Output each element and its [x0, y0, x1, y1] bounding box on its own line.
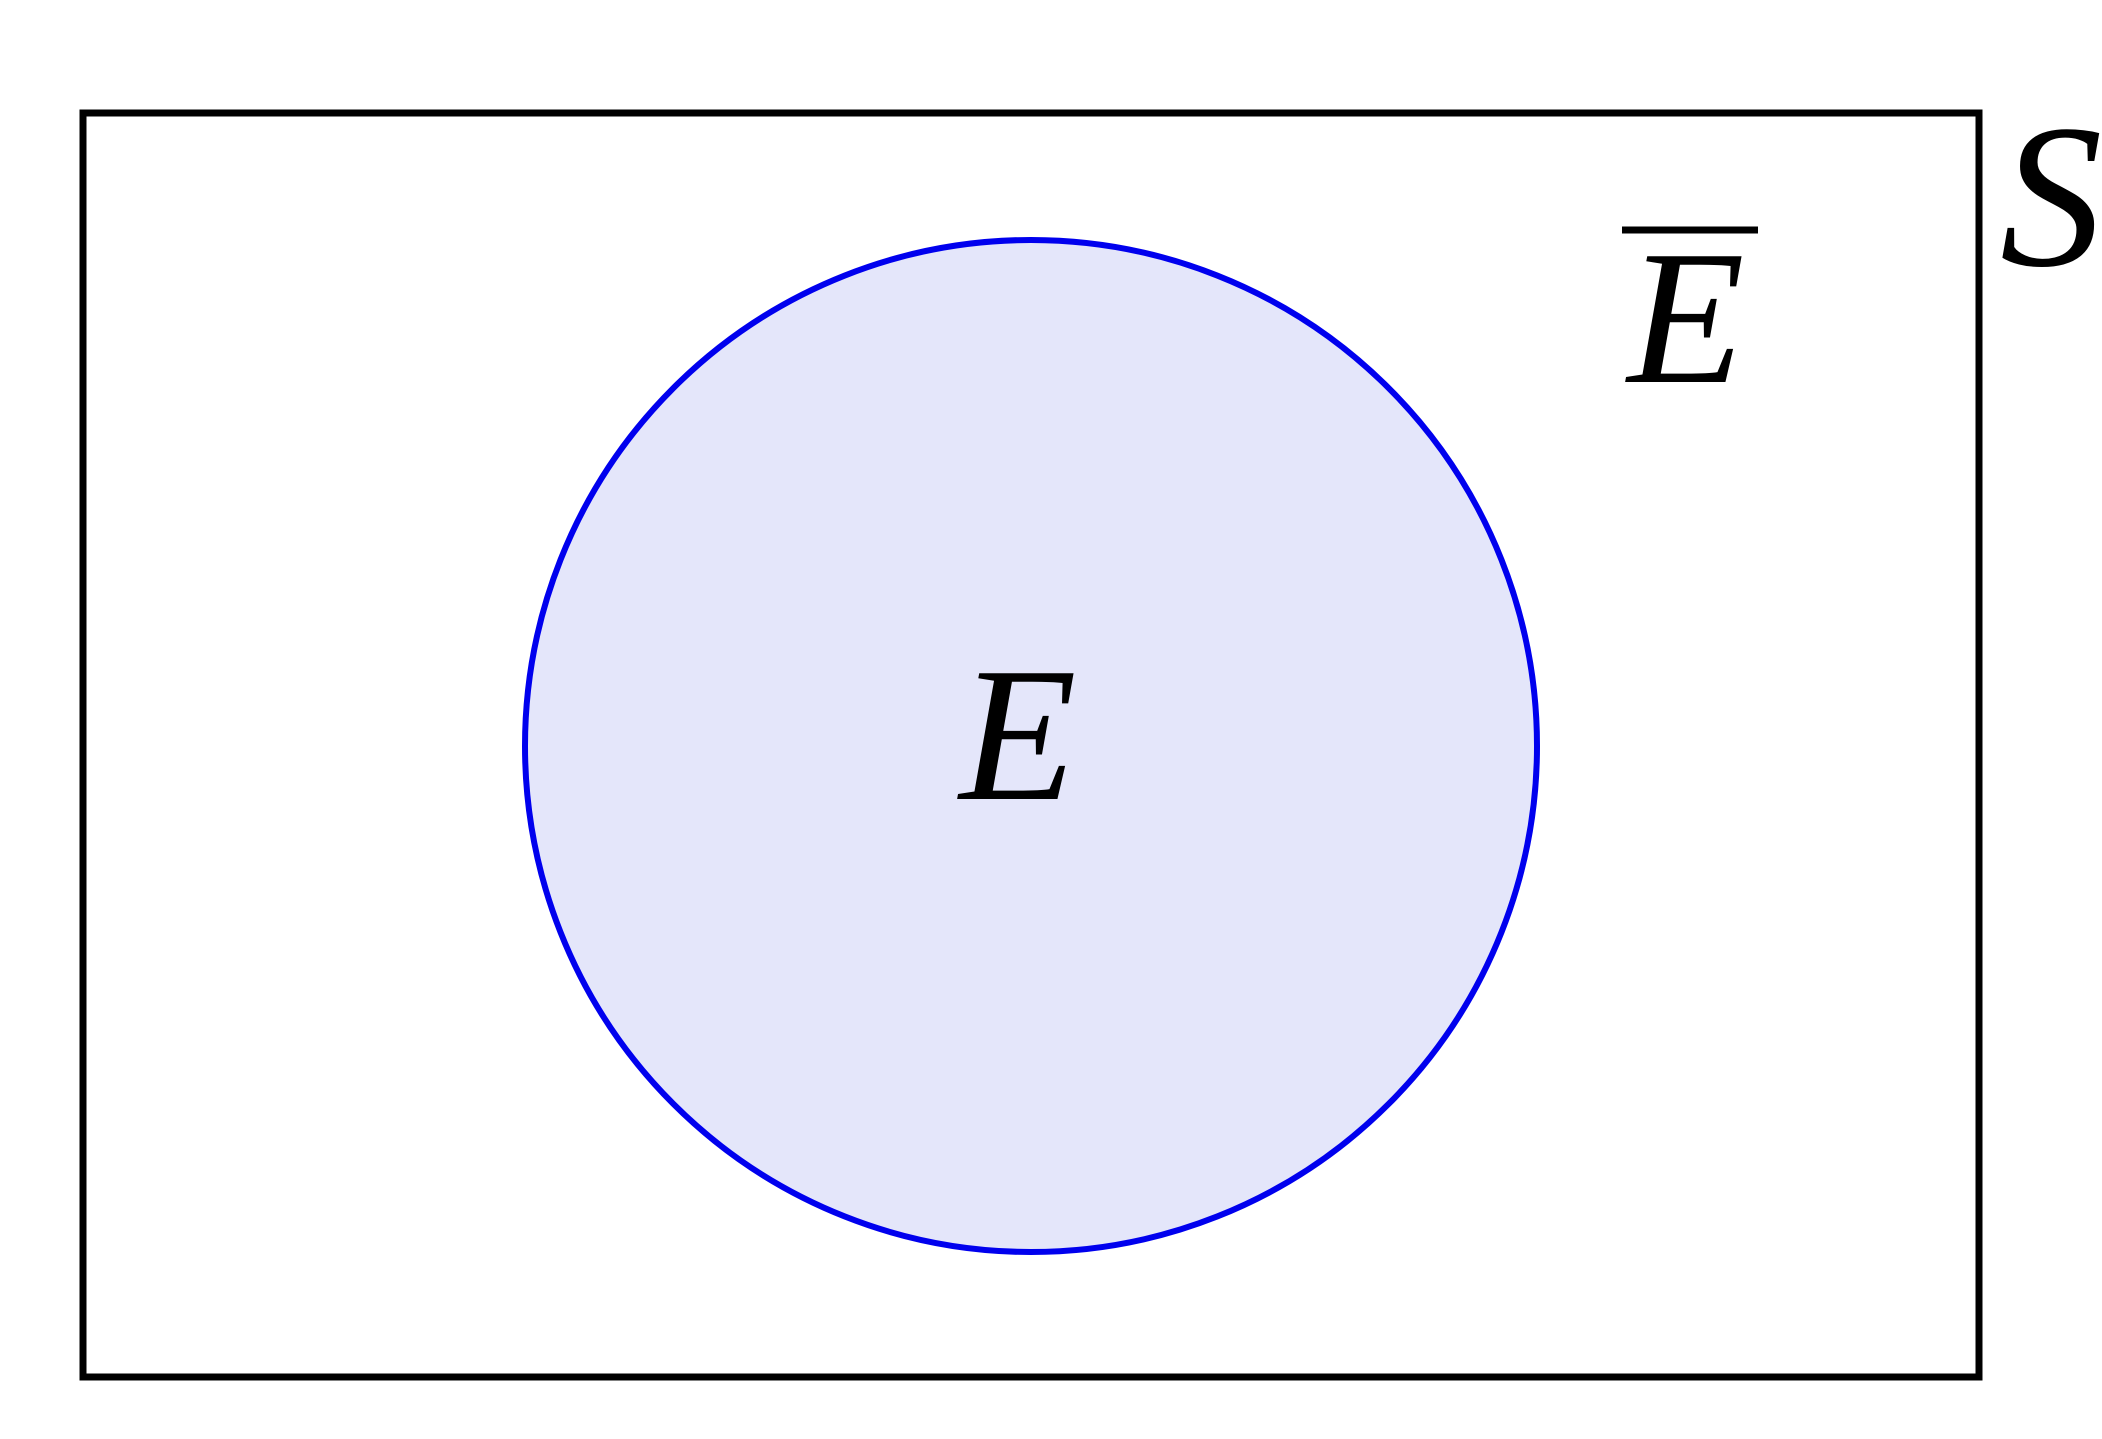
sample-space-label: S	[2000, 83, 2102, 310]
complement-label-group: E	[1622, 211, 1758, 424]
event-label: E	[956, 628, 1076, 841]
event-circle	[522, 237, 1540, 1255]
complement-label: E	[1624, 211, 1744, 424]
